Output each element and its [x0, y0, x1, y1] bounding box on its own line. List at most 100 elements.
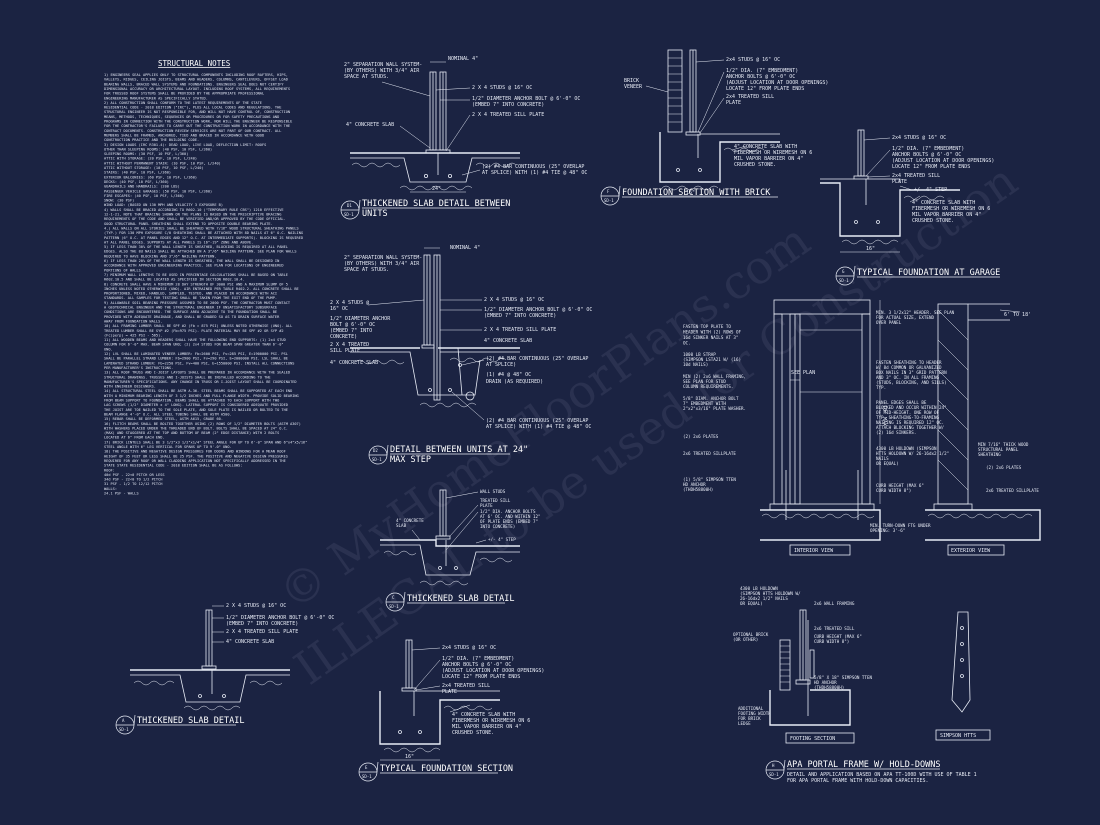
e-label-3: (ADJUST LOCATION AT DOOR OPENINGS) — [442, 668, 544, 674]
structural-note-line-83: REQUIRED FOR ANY ROOF OR WALL CLADDING A… — [104, 459, 286, 463]
d2-label-10: 1/2" DIAMETER ANCHOR — [330, 316, 391, 322]
h-labels-footing: 4300 LB HOLDOWN(SIMPSON HTTS HOLDOWN W/2… — [733, 586, 872, 726]
structural-note-line-53: AWAY FROM FOUNDATION WALLS. — [104, 319, 162, 323]
h-mid-label-8: TYP. — [876, 385, 886, 390]
h-subtitle-2: FOR APA PORTAL FRAME WITH HOLD-DOWN CAPA… — [787, 778, 928, 784]
e-dim: 16" — [405, 754, 414, 760]
h-footing-label-3: OR EQUAL) — [740, 601, 763, 606]
structural-note-line-47: PROPORTIONED, MIXED, HANDLED, SAMPLED, T… — [104, 292, 277, 296]
structural-note-line-17: SLEEPING ROOMS: (30 PSF, 10 PSF, L/360) — [104, 152, 188, 156]
h-mid-label-1: FOR ACTUAL SIZE, EXTEND — [876, 315, 934, 320]
d1-label-4: 1/2" DIAMETER ANCHOR BOLT @ 6'-0" OC — [472, 96, 580, 102]
structural-note-line-65: STRUCTURAL DRAWINGS. TRUSSES AND I-JOIST… — [104, 375, 271, 379]
d2-title-line2: MAX STEP — [390, 455, 431, 465]
h-mid-label-21: CURB WIDTH 8") — [876, 488, 911, 493]
h-left-label-8: SEE PLAN FOR STUD — [683, 379, 726, 384]
d1-label-0: 2" SEPARATION WALL SYSTEM- — [344, 62, 422, 68]
structural-note-line-8: STRUCTURAL ENGINEER IS NOT RESPONSIBLE F… — [104, 110, 290, 114]
structural-note-line-43: 7) MINIMUM WALL LENGTHS TO BE USED IN PE… — [104, 273, 288, 277]
e-label-4: LOCATE 12" FROM PLATE ENDS — [442, 674, 520, 680]
h-mid-label-22: MIN. TURN-DOWN FTG UNDER — [870, 523, 931, 528]
d2-label-5: (EMBED 7" INTO CONCRETE) — [484, 313, 556, 319]
f-label-2: ANCHOR BOLTS @ 6'-0" OC — [726, 74, 795, 80]
structural-note-line-71: LAG SCREWS (1/2" DIAMETER x 4" LONG). LA… — [104, 403, 288, 407]
f-label-6: PLATE — [726, 100, 741, 106]
structural-note-line-70: FROM BEAM SUPPORT TO FOUNDATION. BEAMS S… — [104, 399, 279, 403]
h-left-label-5: (SIMPSON LSTA21 W/ (16) — [683, 357, 741, 362]
h-footing-label-14: FOOTING WIDTH — [738, 711, 771, 716]
a-label-3: 2 X 4 TREATED SILL PLATE — [226, 629, 298, 635]
d1-label-2: SPACE AT STUDS. — [344, 74, 389, 80]
d1-label-6: 2 X 4 TREATED SILL PLATE — [472, 112, 544, 118]
g-label-6: PLATE — [892, 179, 907, 185]
g-label-11: CRUSHED STONE. — [912, 218, 954, 224]
structural-note-line-20: ATTIC WITHOUT STORAGE: (10 PSF, 10 PSF, … — [104, 166, 204, 170]
c-label-2: PLATE — [480, 503, 493, 508]
f-title: FOUNDATION SECTION WITH BRICK — [622, 188, 771, 198]
structural-note-line-46: INCHES UNLESS NOTED OTHERWISE (UNO). AIR… — [104, 287, 299, 291]
structural-note-line-2: BEARING WALLS, BRACED WALL SYSTEMS AND F… — [104, 82, 284, 86]
structural-note-line-87: 34d PSF - 22<0 TO 1/2 PITCH — [104, 478, 162, 482]
h-simpson-htts: SIMPSON HTTS — [940, 733, 976, 739]
h-footing-label-16: LEDGE — [738, 721, 751, 726]
c-label-6: INTO CONCRETE) — [480, 524, 515, 529]
h-mid-label-13: NAILING IS REQUIRED 12" OC. — [876, 420, 944, 425]
h-left-label-13: (2) 2x6 PLATES — [683, 434, 719, 439]
h-left-label-17: (THDH58800H) — [683, 487, 713, 492]
structural-note-line-86: 40d PSF - 22<0 PITCH OR LESS — [104, 473, 165, 477]
g-label-3: (ADJUST LOCATION AT DOOR OPENINGS) — [892, 158, 994, 164]
structural-note-line-31: REQUIREMENTS OF THE CODE AND SHALL BE VE… — [104, 217, 286, 221]
h-footing-label-0: 4300 LB HOLDOWN — [740, 586, 778, 591]
f-label-1: 1/2" DIA. (7" EMBEDMENT) — [726, 68, 798, 74]
structural-note-line-61: SHALL BE PARALLEL STRAND LUMBER: Fb=2900… — [104, 357, 288, 361]
h-left-label-0: FASTEN TOP PLATE TO — [683, 324, 731, 329]
h-footing-label-5: (OR OTHER) — [733, 637, 758, 642]
e-label-10: CRUSHED STONE. — [452, 730, 494, 736]
e-label-0: 2x4 STUDS @ 16" OC — [442, 645, 496, 651]
h-mid-label-2: OVER PANEL — [876, 320, 902, 325]
h-footing-label-13: ADDITIONAL — [738, 706, 764, 711]
c-label-4: AT 6' OC. AND WITHIN 12" — [480, 514, 541, 519]
e-title: TYPICAL FOUNDATION SECTION — [380, 764, 513, 774]
structural-note-line-75: 16) FLITCH BEAMS SHALL BE BOLTED TOGETHE… — [104, 422, 301, 426]
g-sheet: SD-1 — [839, 278, 849, 283]
h-see-plan: SEE PLAN — [791, 370, 815, 376]
c-tag: C — [392, 595, 395, 600]
structural-note-line-58: COLUMN FOR 6'-0" MAX. BEAM SPAN UNO; (2)… — [104, 343, 284, 347]
structural-note-line-13: MEMBERS SHALL BE FRAMED, ANCHORED, TIED … — [104, 133, 264, 137]
watermark-line-1: © MyHomeFloorPlans.com — [269, 213, 820, 621]
d2-label-15: SILL PLATE — [330, 348, 360, 354]
h-mid-label-14: ATTACH BLOCKING TOGETHER W/ — [876, 425, 945, 430]
d1-dim-top: NOMINAL 4" — [448, 56, 478, 62]
structural-note-line-76: WITH WASHERS PLACED UNDER THE THREADED E… — [104, 426, 288, 430]
f-label-5: 2x4 TREATED SILL — [726, 94, 774, 100]
e-label-8: FIBERMESH OR WIREMESH ON 6 — [452, 718, 530, 724]
c-label-0: WALL STUDS — [480, 489, 506, 494]
structural-note-line-32: GOOD STRUCTURAL PANEL SHEATHING SHALL EX… — [104, 222, 273, 226]
h-title: APA PORTAL FRAME W/ HOLD-DOWNS — [787, 760, 941, 770]
f-label-3: (ADJUST LOCATION AT DOOR OPENINGS) — [726, 80, 828, 86]
h-footing-label-10: 5/8" X 18" SIMPSON TTEN — [814, 675, 872, 680]
structural-note-line-89: WALLS: — [104, 487, 117, 491]
structural-note-line-72: THE JOIST ARE TOE NAILED TO THE SOLE PLA… — [104, 408, 288, 412]
h-right-label-3: (2) 2x6 PLATES — [986, 465, 1022, 470]
structural-note-line-56: (Fc(perp) = 425 PSI - 565). — [104, 333, 162, 337]
f-dim: 16" — [686, 190, 695, 196]
structural-note-line-28: WIND LOAD: (BASED ON 130 MPH AND VELOCIT… — [104, 203, 223, 207]
structural-note-line-80: STEEL ANGLE WITH 6" LEG VERTICAL FOR SPA… — [104, 445, 232, 449]
g-tag: G — [842, 269, 845, 274]
structural-note-line-26: FIRE ESCAPES: (40 PSF, 10 PSF, L/360) — [104, 194, 184, 198]
e-tag: E — [365, 765, 368, 770]
structural-note-line-57: 11) ALL WOODEN BEAMS AND HEADERS SHALL H… — [104, 338, 286, 342]
structural-note-line-10: PROGRAMS IN CONNECTION WITH THE CONSTRUC… — [104, 120, 292, 124]
f-label-7: BRICK — [624, 78, 639, 84]
structural-note-line-50: A GEOTECHNICAL ENGINEER AND THE STRUCTUR… — [104, 306, 277, 310]
e-label-5: 2x4 TREATED SILL — [442, 683, 490, 689]
structural-note-line-48: STANDARDS. ALL SAMPLES FOR TESTING SHALL… — [104, 296, 277, 300]
h-mid-label-9: PANEL EDGES SHALL BE — [876, 400, 927, 405]
structural-note-line-82: HEIGHT OF 35 FEET OR LESS SHALL BE 25 PS… — [104, 454, 288, 458]
d2-label-8: 2 X 4 STUDS @ — [330, 300, 369, 306]
h-tag: H — [772, 763, 775, 768]
d2-title-line1: DETAIL BETWEEN UNITS AT 24" — [390, 445, 528, 455]
